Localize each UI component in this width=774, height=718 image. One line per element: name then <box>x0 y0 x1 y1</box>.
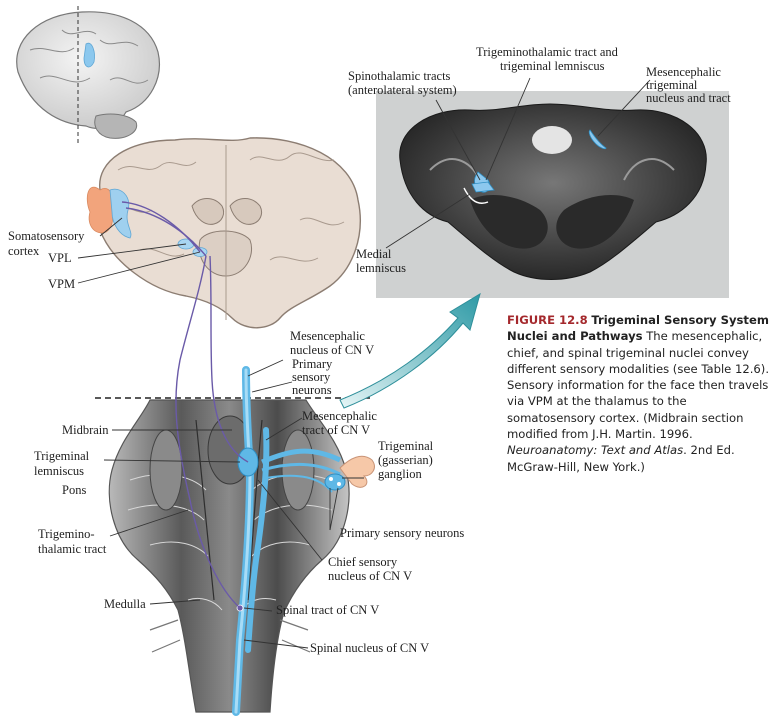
figure-caption: FIGURE 12.8 Trigeminal Sensory System Nu… <box>507 312 769 475</box>
section-arrow <box>339 292 481 409</box>
lateral-brain-illustration <box>16 6 160 146</box>
label-medial-lemniscus: Medial lemniscus <box>356 247 406 275</box>
midbrain-section-histology <box>399 103 707 280</box>
label-mesencephalic-nucleus-cnv: Mesencephalic nucleus of CN V <box>290 329 374 357</box>
label-pons: Pons <box>62 483 86 497</box>
caption-figure-number: FIGURE 12.8 <box>507 313 588 327</box>
label-trigeminothalamic-lemniscus: Trigeminothalamic tract and trigeminal l… <box>476 45 621 73</box>
trigeminal-ganglion <box>324 473 346 491</box>
trigeminal-lemniscus-path <box>209 255 249 463</box>
leader-lines <box>77 77 651 649</box>
caption-title: Trigeminal Sensory System Nuclei and Pat… <box>507 313 769 344</box>
somatosensory-cortex-region <box>86 186 114 234</box>
label-spinal-tract-cnv: Spinal tract of CN V <box>276 603 379 617</box>
trigeminothalamic-tract-path <box>175 255 241 609</box>
label-trigeminal-lemniscus: Trigeminal lemniscus <box>34 449 92 478</box>
label-vpl: VPL <box>48 251 72 265</box>
label-chief-sensory-nucleus: Chief sensory nucleus of CN V <box>328 555 412 583</box>
label-spinothalamic-tracts: Spinothalamic tracts (anterolateral syst… <box>348 69 457 97</box>
brainstem-illustration <box>108 399 350 713</box>
label-medulla: Medulla <box>104 597 146 611</box>
face-receptor-field <box>339 455 375 488</box>
label-mesencephalic-tract-cnv: Mesencephalic tract of CN V <box>302 409 380 437</box>
label-midbrain: Midbrain <box>62 423 109 437</box>
caption-text-1: The mesencephalic, chief, and spinal tri… <box>507 329 770 442</box>
label-primary-sensory-neurons-top: Primary sensory neurons <box>292 357 335 397</box>
coronal-brain-section <box>86 137 361 329</box>
caption-book-title: Neuroanatomy: Text and Atlas <box>507 443 684 458</box>
label-trigeminothalamic-tract: Trigemino- thalamic tract <box>38 527 107 556</box>
caption-text-2: . 2nd Ed. McGraw-Hill, New York.) <box>507 443 735 474</box>
label-vpm: VPM <box>48 277 75 291</box>
label-spinal-nucleus-cnv: Spinal nucleus of CN V <box>310 641 429 655</box>
label-somatosensory-cortex: Somatosensory cortex <box>8 229 88 258</box>
label-trigeminal-ganglion: Trigeminal (gasserian) ganglion <box>378 439 436 481</box>
label-primary-sensory-neurons: Primary sensory neurons <box>340 526 464 540</box>
trigeminal-blue-pathways <box>232 366 375 716</box>
label-mesencephalic-trigeminal-nucleus-tract: Mesencephalic trigeminal nucleus and tra… <box>646 65 731 105</box>
brain-highlight-region <box>83 42 95 68</box>
